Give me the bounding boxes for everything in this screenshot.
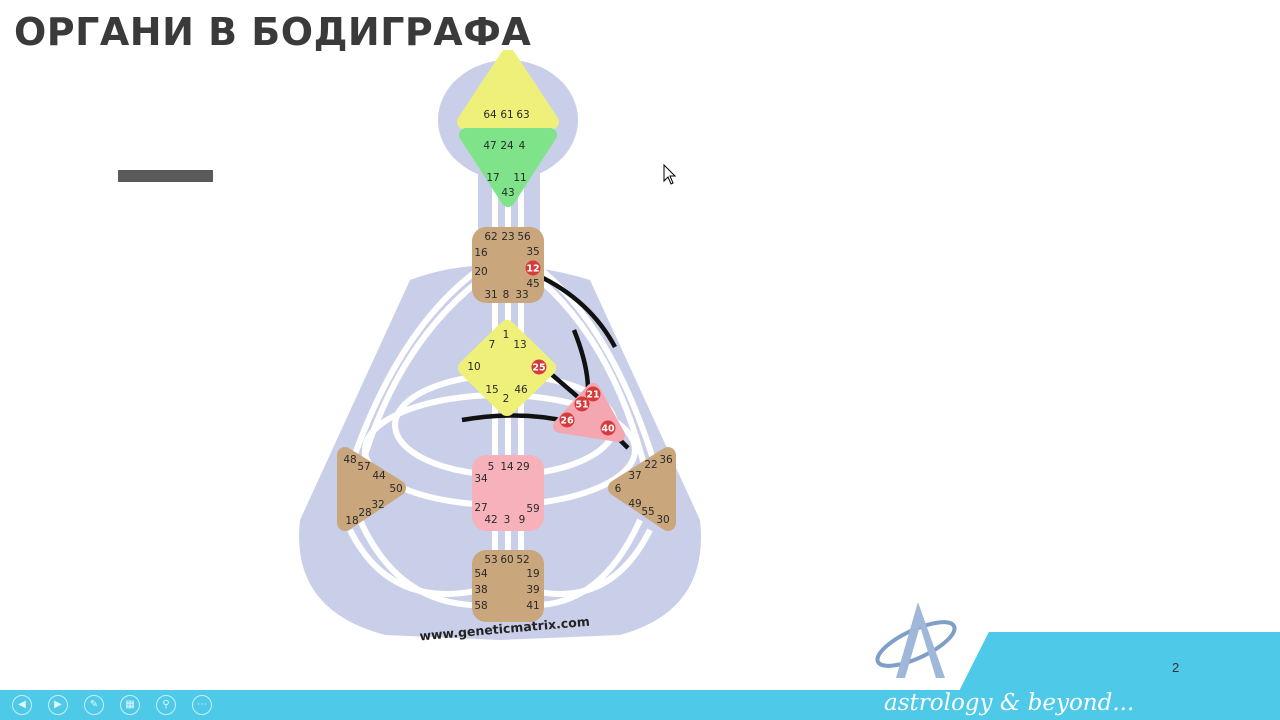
- bodygraph-diagram: 64 61 63 47 24 4 17 11 43 62 23 56 16: [290, 50, 730, 650]
- gate-number: 29: [516, 461, 529, 473]
- gate-number: 11: [513, 172, 526, 184]
- gate-number: 7: [489, 339, 496, 351]
- gate-number: 27: [474, 502, 487, 514]
- gate-number: 56: [517, 231, 531, 243]
- gate-number: 59: [526, 503, 539, 515]
- slides-overview-icon[interactable]: ▦: [120, 695, 140, 715]
- gate-number: 46: [514, 384, 528, 396]
- gate-number: 14: [500, 461, 514, 473]
- gray-bar-decoration: [118, 170, 213, 182]
- gate-number: 9: [519, 514, 526, 526]
- astrology-logo-icon: [875, 602, 957, 678]
- active-gate-number: 40: [601, 424, 615, 435]
- mouse-cursor-icon: [663, 164, 677, 185]
- pen-tool-icon[interactable]: ✎: [84, 695, 104, 715]
- gate-number: 58: [474, 600, 487, 612]
- active-gate-number: 21: [586, 390, 599, 401]
- gate-number: 15: [485, 384, 498, 396]
- gate-number: 4: [519, 140, 526, 152]
- gate-number: 6: [615, 483, 622, 495]
- gate-number: 54: [474, 568, 488, 580]
- gate-number: 30: [656, 514, 669, 526]
- heart-center: 21 51 26 40: [553, 383, 625, 442]
- gate-number: 52: [516, 554, 529, 566]
- gate-number: 2: [503, 393, 510, 405]
- gate-number: 23: [501, 231, 514, 243]
- gate-number: 47: [483, 140, 496, 152]
- gate-number: 45: [526, 278, 539, 290]
- gate-number: 8: [503, 289, 510, 301]
- gate-number: 60: [500, 554, 513, 566]
- gate-number: 16: [474, 247, 488, 259]
- slide-title: ОРГАНИ В БОДИГРАФА: [14, 10, 532, 54]
- head-center: 64 61 63: [457, 50, 559, 129]
- active-gate-number: 25: [532, 363, 545, 374]
- gate-number: 63: [516, 109, 529, 121]
- active-gate-number: 12: [526, 264, 539, 275]
- ajna-center: 47 24 4 17 11 43: [459, 128, 557, 207]
- more-options-icon[interactable]: ⋯: [192, 695, 212, 715]
- root-center: 53 60 52 54 19 38 39 58 41: [472, 550, 544, 622]
- previous-slide-icon[interactable]: ◀: [12, 695, 32, 715]
- zoom-icon[interactable]: ⚲: [156, 695, 176, 715]
- gate-number: 62: [484, 231, 497, 243]
- gate-number: 61: [500, 109, 513, 121]
- gate-number: 49: [628, 498, 641, 510]
- gate-number: 17: [486, 172, 499, 184]
- gate-number: 20: [474, 266, 487, 278]
- gate-number: 53: [484, 554, 497, 566]
- gate-number: 36: [659, 454, 673, 466]
- gate-number: 34: [474, 473, 488, 485]
- gate-number: 55: [641, 506, 654, 518]
- gate-number: 13: [513, 339, 526, 351]
- gate-number: 28: [358, 507, 371, 519]
- gate-number: 35: [526, 246, 539, 258]
- gate-number: 38: [474, 584, 487, 596]
- gate-number: 24: [500, 140, 514, 152]
- footer-tagline: astrology & beyond...: [884, 690, 1135, 716]
- gate-number: 48: [343, 454, 356, 466]
- gate-number: 50: [389, 483, 402, 495]
- throat-center: 62 23 56 16 35 20 12 45 31 8 33: [472, 227, 544, 303]
- gate-number: 41: [526, 600, 539, 612]
- active-gate-number: 51: [575, 400, 588, 411]
- solar-plexus-center: 36 22 37 6 49 55 30: [608, 447, 676, 531]
- spleen-center: 48 57 44 50 32 28 18: [337, 447, 406, 531]
- gate-number: 31: [484, 289, 497, 301]
- gate-number: 57: [357, 461, 370, 473]
- gate-number: 19: [526, 568, 539, 580]
- g-center: 1 7 13 10 25 15 46 2: [458, 320, 556, 416]
- gate-number: 39: [526, 584, 539, 596]
- next-slide-icon[interactable]: ▶: [48, 695, 68, 715]
- gate-number: 33: [515, 289, 528, 301]
- gate-number: 37: [628, 470, 641, 482]
- active-gate-number: 26: [560, 416, 574, 427]
- gate-number: 44: [372, 470, 386, 482]
- gate-number: 43: [501, 187, 514, 199]
- sacral-center: 5 14 29 34 27 59 42 3 9: [472, 455, 544, 531]
- gate-number: 10: [467, 361, 480, 373]
- gate-number: 1: [503, 329, 510, 341]
- gate-number: 5: [488, 461, 495, 473]
- gate-number: 3: [504, 514, 511, 526]
- gate-number: 42: [484, 514, 497, 526]
- footer-tab: [960, 632, 1280, 720]
- gate-number: 18: [345, 515, 358, 527]
- gate-number: 32: [371, 499, 384, 511]
- page-number: 2: [1172, 660, 1180, 675]
- gate-number: 64: [483, 109, 497, 121]
- gate-number: 22: [644, 459, 657, 471]
